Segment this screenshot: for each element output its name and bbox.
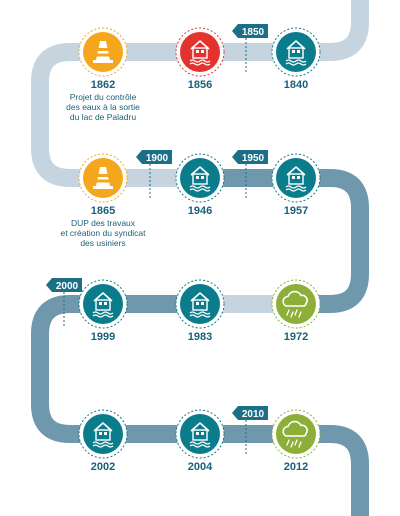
event-year: 2002 (91, 461, 115, 473)
event-year: 1983 (188, 331, 212, 343)
timeline-event-1957: 1957 (271, 153, 321, 217)
era-flag-1900: 1900 (136, 150, 172, 200)
event-badge (276, 284, 316, 324)
event-year: 1999 (91, 331, 115, 343)
flooded-house-icon (189, 422, 211, 448)
event-year: 1957 (284, 205, 308, 217)
event-caption-line: et création du syndicat (60, 228, 146, 238)
era-flag-2000: 2000 (46, 278, 82, 326)
track-segment (31, 295, 369, 516)
event-year: 1840 (284, 79, 308, 91)
flag-shape (232, 150, 268, 164)
flooded-house-icon (285, 40, 307, 66)
timeline-event-1856: 1856 (175, 27, 225, 91)
event-badge (276, 32, 316, 72)
track-segment (200, 169, 369, 313)
timeline-event-2004: 2004 (175, 409, 225, 473)
event-caption-line: du lac de Paladru (70, 112, 136, 122)
flag-label: 1850 (242, 27, 265, 38)
era-flag-1850: 1850 (232, 24, 268, 74)
rain-cloud-icon (282, 290, 308, 318)
era-flag-1950: 1950 (232, 150, 268, 200)
flag-shape (232, 24, 268, 38)
timeline-event-1999: 1999 (78, 279, 128, 343)
flooded-house-icon (92, 292, 114, 318)
timeline-event-1946: 1946 (175, 153, 225, 217)
flooded-house-icon (189, 40, 211, 66)
era-flag-2010: 2010 (232, 406, 268, 456)
flag-label: 1900 (146, 153, 169, 164)
flag-shape (232, 406, 268, 420)
event-badge (276, 158, 316, 198)
flooded-house-icon (92, 422, 114, 448)
timeline-track (31, 0, 369, 516)
flooded-house-icon (189, 292, 211, 318)
flag-label: 2010 (242, 409, 265, 420)
event-badge (83, 284, 123, 324)
timeline-event-1840: 1840 (271, 27, 321, 91)
timeline-event-2002: 2002 (78, 409, 128, 473)
flag-shape (136, 150, 172, 164)
flag-shape (46, 278, 82, 292)
flooded-house-icon (285, 166, 307, 192)
event-year: 1862 (91, 79, 115, 91)
event-caption-line: des usiniers (80, 238, 125, 248)
event-year: 1856 (188, 79, 212, 91)
event-badge (180, 414, 220, 454)
era-flags: 1850 1900 1950 2000 2010 (46, 24, 268, 456)
flag-label: 2000 (56, 281, 79, 292)
timeline-event-2012: 2012 (271, 409, 321, 473)
track-segment (31, 0, 369, 187)
event-year: 2012 (284, 461, 308, 473)
flooded-house-icon (189, 166, 211, 192)
event-caption-line: des eaux à la sortie (66, 102, 140, 112)
event-year: 1865 (91, 205, 115, 217)
traffic-cone-icon (93, 41, 113, 63)
event-badge (180, 158, 220, 198)
event-badge (276, 414, 316, 454)
flag-label: 1950 (242, 153, 265, 164)
event-year: 1972 (284, 331, 308, 343)
event-caption-line: Projet du contrôle (70, 92, 137, 102)
event-year: 2004 (188, 461, 213, 473)
event-badge (180, 32, 220, 72)
rain-cloud-icon (282, 420, 308, 448)
timeline-event-1972: 1972 (271, 279, 321, 343)
event-year: 1946 (188, 205, 212, 217)
traffic-cone-icon (93, 167, 113, 189)
event-caption-line: DUP des travaux (71, 218, 136, 228)
event-badge (180, 284, 220, 324)
timeline-event-1983: 1983 (175, 279, 225, 343)
event-badge (83, 414, 123, 454)
